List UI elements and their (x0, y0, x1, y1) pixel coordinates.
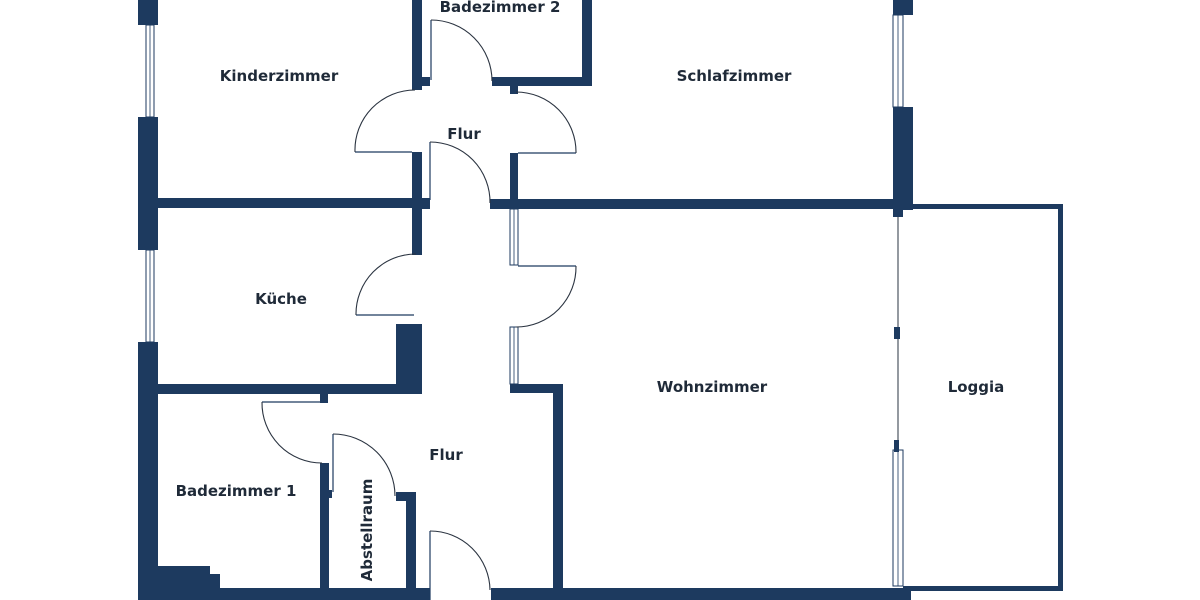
walls (138, 0, 1063, 600)
windows (145, 14, 904, 587)
room-label-kueche: Küche (255, 290, 307, 308)
doors (261, 19, 577, 600)
room-label-wohnzimmer: Wohnzimmer (656, 378, 768, 396)
room-label-badezimmer-2: Badezimmer 2 (439, 0, 561, 16)
room-label-kinderzimmer: Kinderzimmer (219, 67, 339, 85)
room-label-loggia: Loggia (947, 378, 1005, 396)
room-label-flur-upper: Flur (447, 125, 481, 143)
room-label-badezimmer-1: Badezimmer 1 (175, 482, 297, 500)
room-label-schlafzimmer: Schlafzimmer (676, 67, 792, 85)
room-label-flur-lower: Flur (429, 446, 463, 464)
room-label-abstellraum: Abstellraum (358, 478, 376, 582)
